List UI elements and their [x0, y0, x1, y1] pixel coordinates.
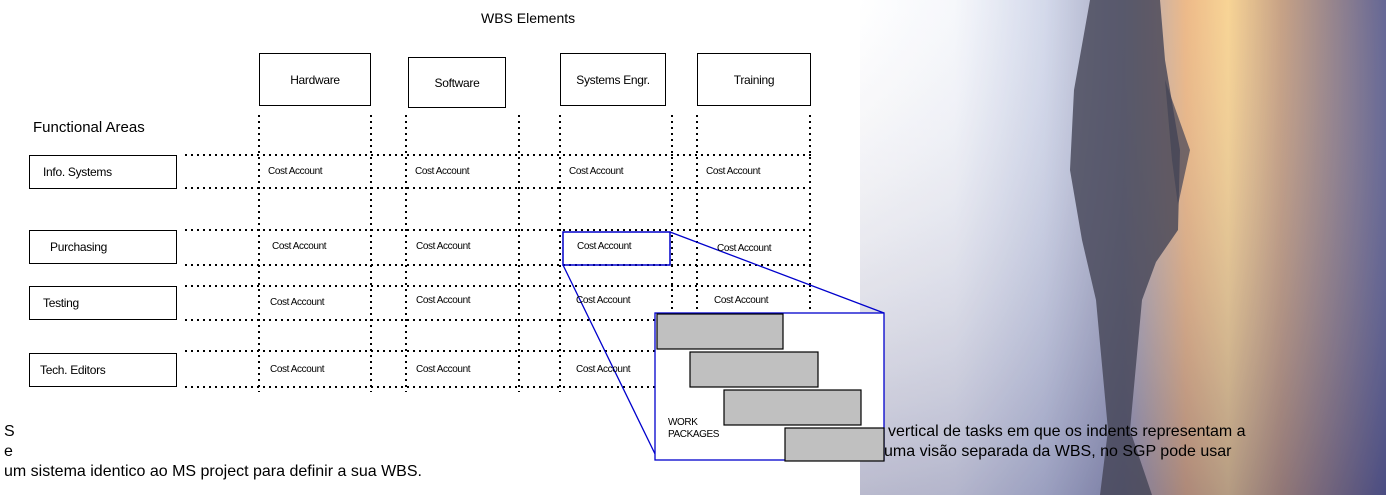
work-packages-label-line2: PACKAGES [668, 429, 720, 440]
cell-tech-editors-systems-engr: Cost Account [576, 364, 631, 375]
cell-testing-hardware: Cost Account [270, 297, 325, 308]
background-decoration [860, 0, 1386, 495]
text-line2-start: e [4, 443, 13, 460]
cell-purchasing-systems-engr: Cost Account [577, 241, 632, 252]
cell-info-systems-systems-engr: Cost Account [569, 166, 624, 177]
text-line3: um sistema identico ao MS project para d… [4, 463, 422, 480]
text-line2-end: uma visão separada da WBS, no SGP pode u… [884, 443, 1232, 460]
cell-purchasing-software: Cost Account [416, 241, 471, 252]
cell-tech-editors-hardware: Cost Account [270, 364, 325, 375]
work-packages-label-line1: WORK [668, 417, 698, 428]
cell-tech-editors-software: Cost Account [416, 364, 471, 375]
cell-purchasing-training: Cost Account [717, 243, 772, 254]
text-line1-start: S [4, 423, 15, 440]
text-line1-end: vertical de tasks em que os indents repr… [888, 423, 1246, 440]
cell-testing-training: Cost Account [714, 295, 769, 306]
cell-testing-systems-engr: Cost Account [576, 295, 631, 306]
cell-info-systems-software: Cost Account [415, 166, 470, 177]
wbs-element-software: Software [408, 57, 506, 108]
functional-areas-label: Functional Areas [33, 119, 145, 136]
wbs-element-hardware: Hardware [259, 53, 371, 106]
functional-area-tech-editors: Tech. Editors [29, 353, 177, 387]
cell-info-systems-hardware: Cost Account [268, 166, 323, 177]
functional-area-purchasing: Purchasing [29, 230, 177, 264]
cell-testing-software: Cost Account [416, 295, 471, 306]
functional-area-info-systems: Info. Systems [29, 155, 177, 189]
cell-info-systems-training: Cost Account [706, 166, 761, 177]
cell-purchasing-hardware: Cost Account [272, 241, 327, 252]
diagram-title: WBS Elements [481, 10, 576, 26]
wbs-element-systems-engr: Systems Engr. [560, 53, 666, 106]
functional-area-testing: Testing [29, 286, 177, 320]
wbs-element-training: Training [697, 53, 811, 106]
